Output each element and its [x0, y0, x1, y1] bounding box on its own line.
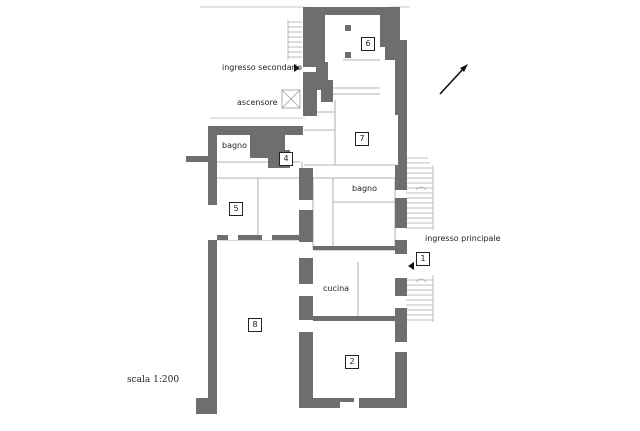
label-ingresso-secondario: ingresso secondario [222, 63, 303, 72]
room-number-7: 7 [355, 132, 369, 146]
room-number-8: 8 [248, 318, 262, 332]
openings [228, 235, 358, 408]
walls [186, 7, 407, 414]
room-number-4: 4 [279, 152, 293, 166]
room-number-2: 2 [345, 355, 359, 369]
room-number-5: 5 [229, 202, 243, 216]
room-number-6: 6 [361, 37, 375, 51]
secondary-stair [287, 20, 302, 60]
label-ascensore: ascensore [237, 98, 278, 107]
scale-label: scala 1:200 [127, 375, 180, 385]
label-bagno-right: bagno [352, 184, 378, 193]
main-entrance-arrow-icon [408, 262, 414, 270]
elevator-shaft [281, 89, 301, 109]
entrance-arrow-icon [294, 64, 300, 72]
label-bagno-left: bagno [222, 141, 248, 150]
room-number-1: 1 [416, 252, 430, 266]
north-arrow-icon [439, 64, 468, 95]
label-ingresso-principale: ingresso principale [425, 234, 501, 243]
label-cucina: cucina [323, 284, 350, 293]
main-stair [406, 157, 434, 322]
